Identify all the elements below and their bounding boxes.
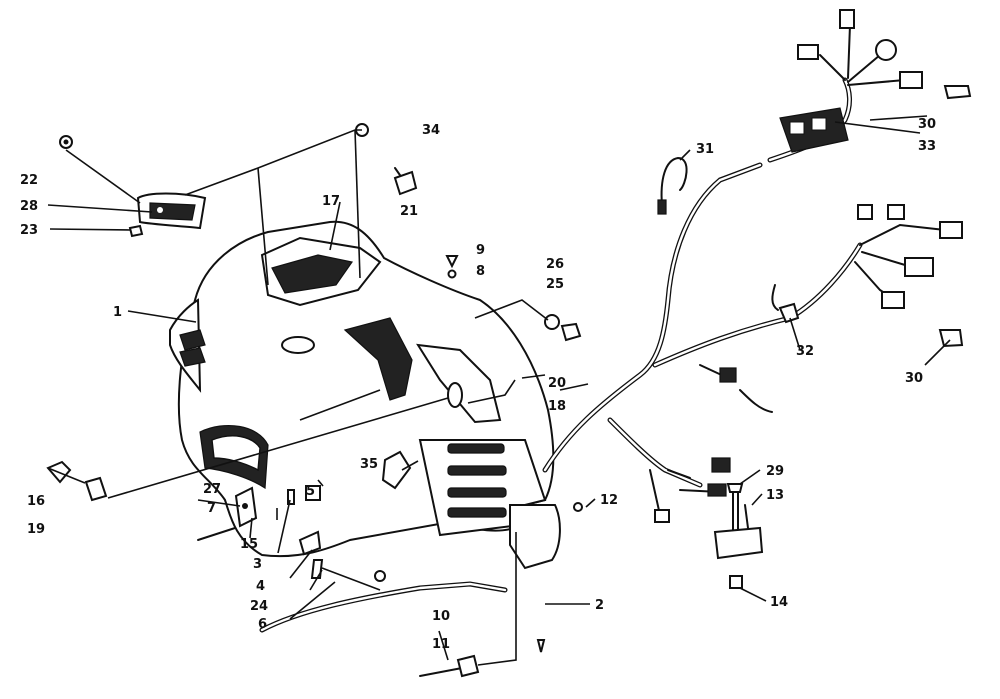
callout-21: 21 bbox=[400, 204, 418, 219]
wiring-harness bbox=[542, 9, 972, 523]
clip-32 bbox=[771, 284, 779, 311]
callout-31: 31 bbox=[696, 142, 714, 157]
callout-23: 23 bbox=[20, 223, 38, 238]
callout-5: 5 bbox=[306, 484, 315, 499]
bracket-4 bbox=[298, 530, 322, 556]
nut-23 bbox=[128, 224, 144, 238]
callout-15: 15 bbox=[240, 537, 258, 552]
wire-10 bbox=[419, 667, 463, 677]
callout-6: 6 bbox=[258, 617, 267, 632]
callout-24: 24 bbox=[250, 599, 268, 614]
callout-9: 9 bbox=[476, 243, 485, 258]
nut-26 bbox=[560, 322, 582, 342]
callout-12: 12 bbox=[600, 493, 618, 508]
callout-30-top: 30 bbox=[918, 117, 936, 132]
callout-28: 28 bbox=[20, 199, 38, 214]
wire-7 bbox=[197, 527, 236, 541]
callout-34: 34 bbox=[422, 123, 440, 138]
headlight-bezel bbox=[136, 192, 207, 230]
vent-louvers bbox=[447, 443, 507, 518]
screw-2 bbox=[536, 639, 546, 653]
callout-33: 33 bbox=[918, 139, 936, 154]
callout-13: 13 bbox=[766, 488, 784, 503]
ground-strap-6 bbox=[259, 581, 508, 633]
clip-5 bbox=[305, 485, 321, 501]
callout-19: 19 bbox=[27, 522, 45, 537]
screw-9 bbox=[445, 255, 459, 269]
callout-18: 18 bbox=[548, 399, 566, 414]
callout-35: 35 bbox=[360, 457, 378, 472]
washer-8 bbox=[447, 269, 457, 279]
screw-3 bbox=[287, 489, 295, 505]
callout-29: 29 bbox=[766, 464, 784, 479]
regulator-13 bbox=[713, 483, 764, 589]
callout-1: 1 bbox=[113, 305, 122, 320]
callout-32: 32 bbox=[796, 344, 814, 359]
callout-25: 25 bbox=[546, 277, 564, 292]
callout-30-bottom: 30 bbox=[905, 371, 923, 386]
callout-22: 22 bbox=[20, 173, 38, 188]
nut-12 bbox=[573, 502, 583, 512]
leader-lines bbox=[47, 115, 951, 666]
console-housing bbox=[169, 220, 561, 570]
callout-20: 20 bbox=[548, 376, 566, 391]
callout-17: 17 bbox=[322, 194, 340, 209]
screw-6head bbox=[374, 570, 386, 582]
callout-14: 14 bbox=[770, 595, 788, 610]
callout-2: 2 bbox=[595, 598, 604, 613]
callout-7: 7 bbox=[207, 501, 216, 516]
callout-27: 27 bbox=[203, 482, 221, 497]
callout-16: 16 bbox=[27, 494, 45, 509]
wire-31 bbox=[660, 156, 688, 206]
callout-8: 8 bbox=[476, 264, 485, 279]
callout-10: 10 bbox=[432, 609, 450, 624]
callout-3: 3 bbox=[253, 557, 262, 572]
fastener-24 bbox=[310, 559, 324, 579]
socket-19 bbox=[84, 476, 108, 502]
switch-21 bbox=[393, 167, 418, 196]
callout-4: 4 bbox=[256, 579, 265, 594]
clip-11 bbox=[456, 654, 480, 678]
callout-26: 26 bbox=[546, 257, 564, 272]
callout-11: 11 bbox=[432, 637, 450, 652]
washer-25 bbox=[544, 314, 560, 330]
callout-labels: 1 2 3 4 5 6 7 8 9 10 11 12 13 14 15 16 1… bbox=[20, 117, 936, 652]
